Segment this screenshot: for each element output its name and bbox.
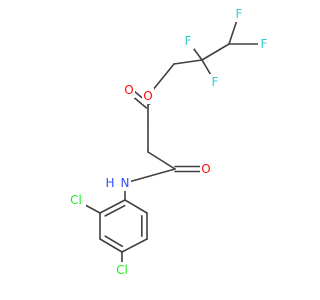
bond-ring-inner-2 [104,235,124,248]
ester-oxygen-label-background [142,88,154,104]
bond-ring-1 [99,199,126,214]
fluorine-left-label: F [185,34,192,48]
bond-ring-6 [124,199,148,214]
amide-nitrogen-label: N [121,176,130,190]
bond-layer [75,13,265,271]
amide-nitrogen-label-background [119,175,131,191]
chlorine-ortho-label-background [66,192,86,208]
bond-chain-1 [201,43,230,61]
fluorine-top-label-background [233,6,245,22]
bond-ring-inner-1 [104,204,126,217]
fluorine-left-label-background [182,33,194,49]
fluorine-bottom-right-label-background [209,74,221,90]
ester-carbonyl-oxygen-label: O [124,83,133,97]
amide-oxygen-label: O [201,162,210,176]
chlorine-para-label-background [112,262,132,278]
fluorine-bottom-right-label: F [212,75,219,89]
amide-hydrogen-label: H [105,176,114,190]
fluorine-top-right-label: F [261,37,268,51]
ester-oxygen-label: O [143,89,152,103]
fluorine-top-right-label-background [258,36,270,52]
chlorine-ortho-label: Cl [70,193,82,207]
ester-carbonyl-oxygen-label-background [123,82,135,98]
amide-oxygen-label-background [200,161,212,177]
amide-hydrogen-label-background [104,175,116,191]
bond-ring-4 [121,238,148,253]
bond-amide-nitrogen [124,168,176,184]
bond-chain-2 [173,59,203,65]
fluorine-top-label: F [236,7,243,21]
bond-chain-5 [147,151,176,170]
bond-ring-3 [99,238,123,253]
chlorine-para-label: Cl [116,263,128,277]
